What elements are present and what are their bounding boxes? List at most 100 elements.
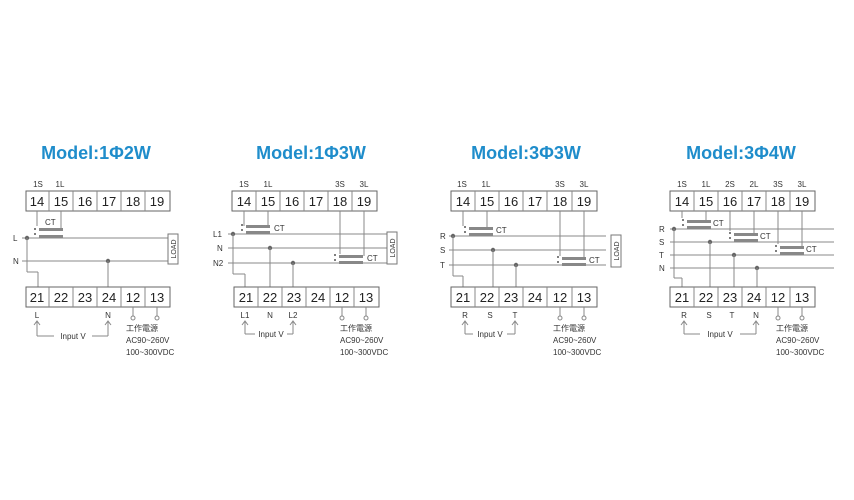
load-box: LOAD [386, 231, 398, 265]
ct-symbol [334, 254, 363, 264]
ct-symbol [34, 228, 63, 238]
diagram-title: Model:3Φ3W [471, 143, 581, 163]
power-label: 工作電源 [126, 323, 158, 333]
terminal-number: 12 [126, 290, 140, 305]
ct-label: CT [806, 245, 817, 254]
diagram-1p3w: Model:1Φ3W 1S 1L 3S 3L 14 15 16 17 18 19 [213, 143, 398, 357]
top-terminal-block [25, 190, 171, 212]
terminal-number: 16 [285, 194, 299, 209]
top-label: 1S [457, 180, 467, 189]
ct-label: CT [45, 218, 56, 227]
terminal-number: 16 [504, 194, 518, 209]
top-label: 1L [482, 180, 491, 189]
terminal-number: 18 [126, 194, 140, 209]
bottom-label: T [513, 311, 518, 320]
bottom-terminal-block [25, 286, 171, 308]
power-label: 工作電源 [340, 323, 372, 333]
input-v-bracket [461, 320, 519, 335]
load-label: LOAD [614, 241, 621, 260]
top-label: 1S [677, 180, 687, 189]
terminal-number: 15 [699, 194, 713, 209]
power-label: 工作電源 [553, 323, 585, 333]
terminal-number: 12 [553, 290, 567, 305]
line-label: T [440, 261, 445, 270]
power-terminal-icon [581, 315, 587, 321]
power-dc: 100~300VDC [776, 348, 824, 357]
ct-label: CT [713, 219, 724, 228]
terminal-number: 23 [78, 290, 92, 305]
power-terminal-icon [775, 315, 781, 321]
terminal-number: 19 [150, 194, 164, 209]
top-label: 1S [33, 180, 43, 189]
power-terminal-icon [130, 315, 136, 321]
terminal-number: 22 [54, 290, 68, 305]
top-label: 3L [798, 180, 807, 189]
power-ac: AC90~260V [553, 336, 597, 345]
bottom-terminal-block [450, 286, 598, 308]
input-v-label: Input V [258, 330, 284, 339]
input-v-label: Input V [477, 330, 503, 339]
terminal-number: 15 [480, 194, 494, 209]
power-label: 工作電源 [776, 323, 808, 333]
bottom-label: N [753, 311, 759, 320]
terminal-number: 17 [102, 194, 116, 209]
terminal-number: 18 [333, 194, 347, 209]
power-ac: AC90~260V [776, 336, 820, 345]
ct-symbol [557, 256, 586, 266]
line-label: N2 [213, 259, 224, 268]
power-terminal-icon [154, 315, 160, 321]
top-label: 3L [580, 180, 589, 189]
line-label: S [440, 246, 445, 255]
terminal-number: 14 [675, 194, 689, 209]
power-ac: AC90~260V [126, 336, 170, 345]
diagram-1p2w: Model:1Φ2W 1S 1L 14 15 16 17 18 19 L N [13, 143, 179, 357]
ct-symbol [241, 224, 270, 234]
terminal-number: 19 [357, 194, 371, 209]
terminal-number: 24 [747, 290, 761, 305]
power-ac: AC90~260V [340, 336, 384, 345]
power-dc: 100~300VDC [553, 348, 601, 357]
terminal-number: 17 [528, 194, 542, 209]
power-dc: 100~300VDC [340, 348, 388, 357]
terminal-number: 15 [54, 194, 68, 209]
ct-label: CT [367, 254, 378, 263]
power-dc: 100~300VDC [126, 348, 174, 357]
top-label: 2S [725, 180, 735, 189]
line-label: R [659, 225, 665, 234]
ct-label: CT [496, 226, 507, 235]
line-label: T [659, 251, 664, 260]
power-terminal-icon [557, 315, 563, 321]
line-label: L1 [213, 230, 222, 239]
terminal-number: 24 [311, 290, 325, 305]
diagram-title: Model:1Φ2W [41, 143, 151, 163]
bottom-label: R [681, 311, 687, 320]
diagram-3p3w: Model:3Φ3W 1S 1L 3S 3L 14 15 16 17 18 19 [440, 143, 622, 357]
terminal-number: 23 [723, 290, 737, 305]
ct-label: CT [760, 232, 771, 241]
terminal-number: 24 [102, 290, 116, 305]
bottom-label: N [267, 311, 273, 320]
terminal-number: 23 [504, 290, 518, 305]
diagram-title: Model:1Φ3W [256, 143, 366, 163]
line-label: N [217, 244, 223, 253]
top-label: 1L [702, 180, 711, 189]
input-v-bracket [680, 320, 760, 335]
terminal-number: 14 [30, 194, 44, 209]
line-label: L [13, 234, 18, 243]
terminal-number: 16 [78, 194, 92, 209]
top-label: 3S [335, 180, 345, 189]
bottom-terminal-block [669, 286, 816, 308]
top-terminal-block [231, 190, 378, 212]
bottom-label: T [730, 311, 735, 320]
diagram-title: Model:3Φ4W [686, 143, 796, 163]
input-v-bracket [33, 320, 112, 337]
top-label: 3S [773, 180, 783, 189]
terminal-number: 12 [771, 290, 785, 305]
load-box: LOAD [610, 234, 622, 268]
terminal-number: 18 [553, 194, 567, 209]
line-label: N [13, 257, 19, 266]
ct-symbol [775, 245, 804, 255]
power-terminal-icon [799, 315, 805, 321]
terminal-number: 22 [263, 290, 277, 305]
bottom-label: R [462, 311, 468, 320]
